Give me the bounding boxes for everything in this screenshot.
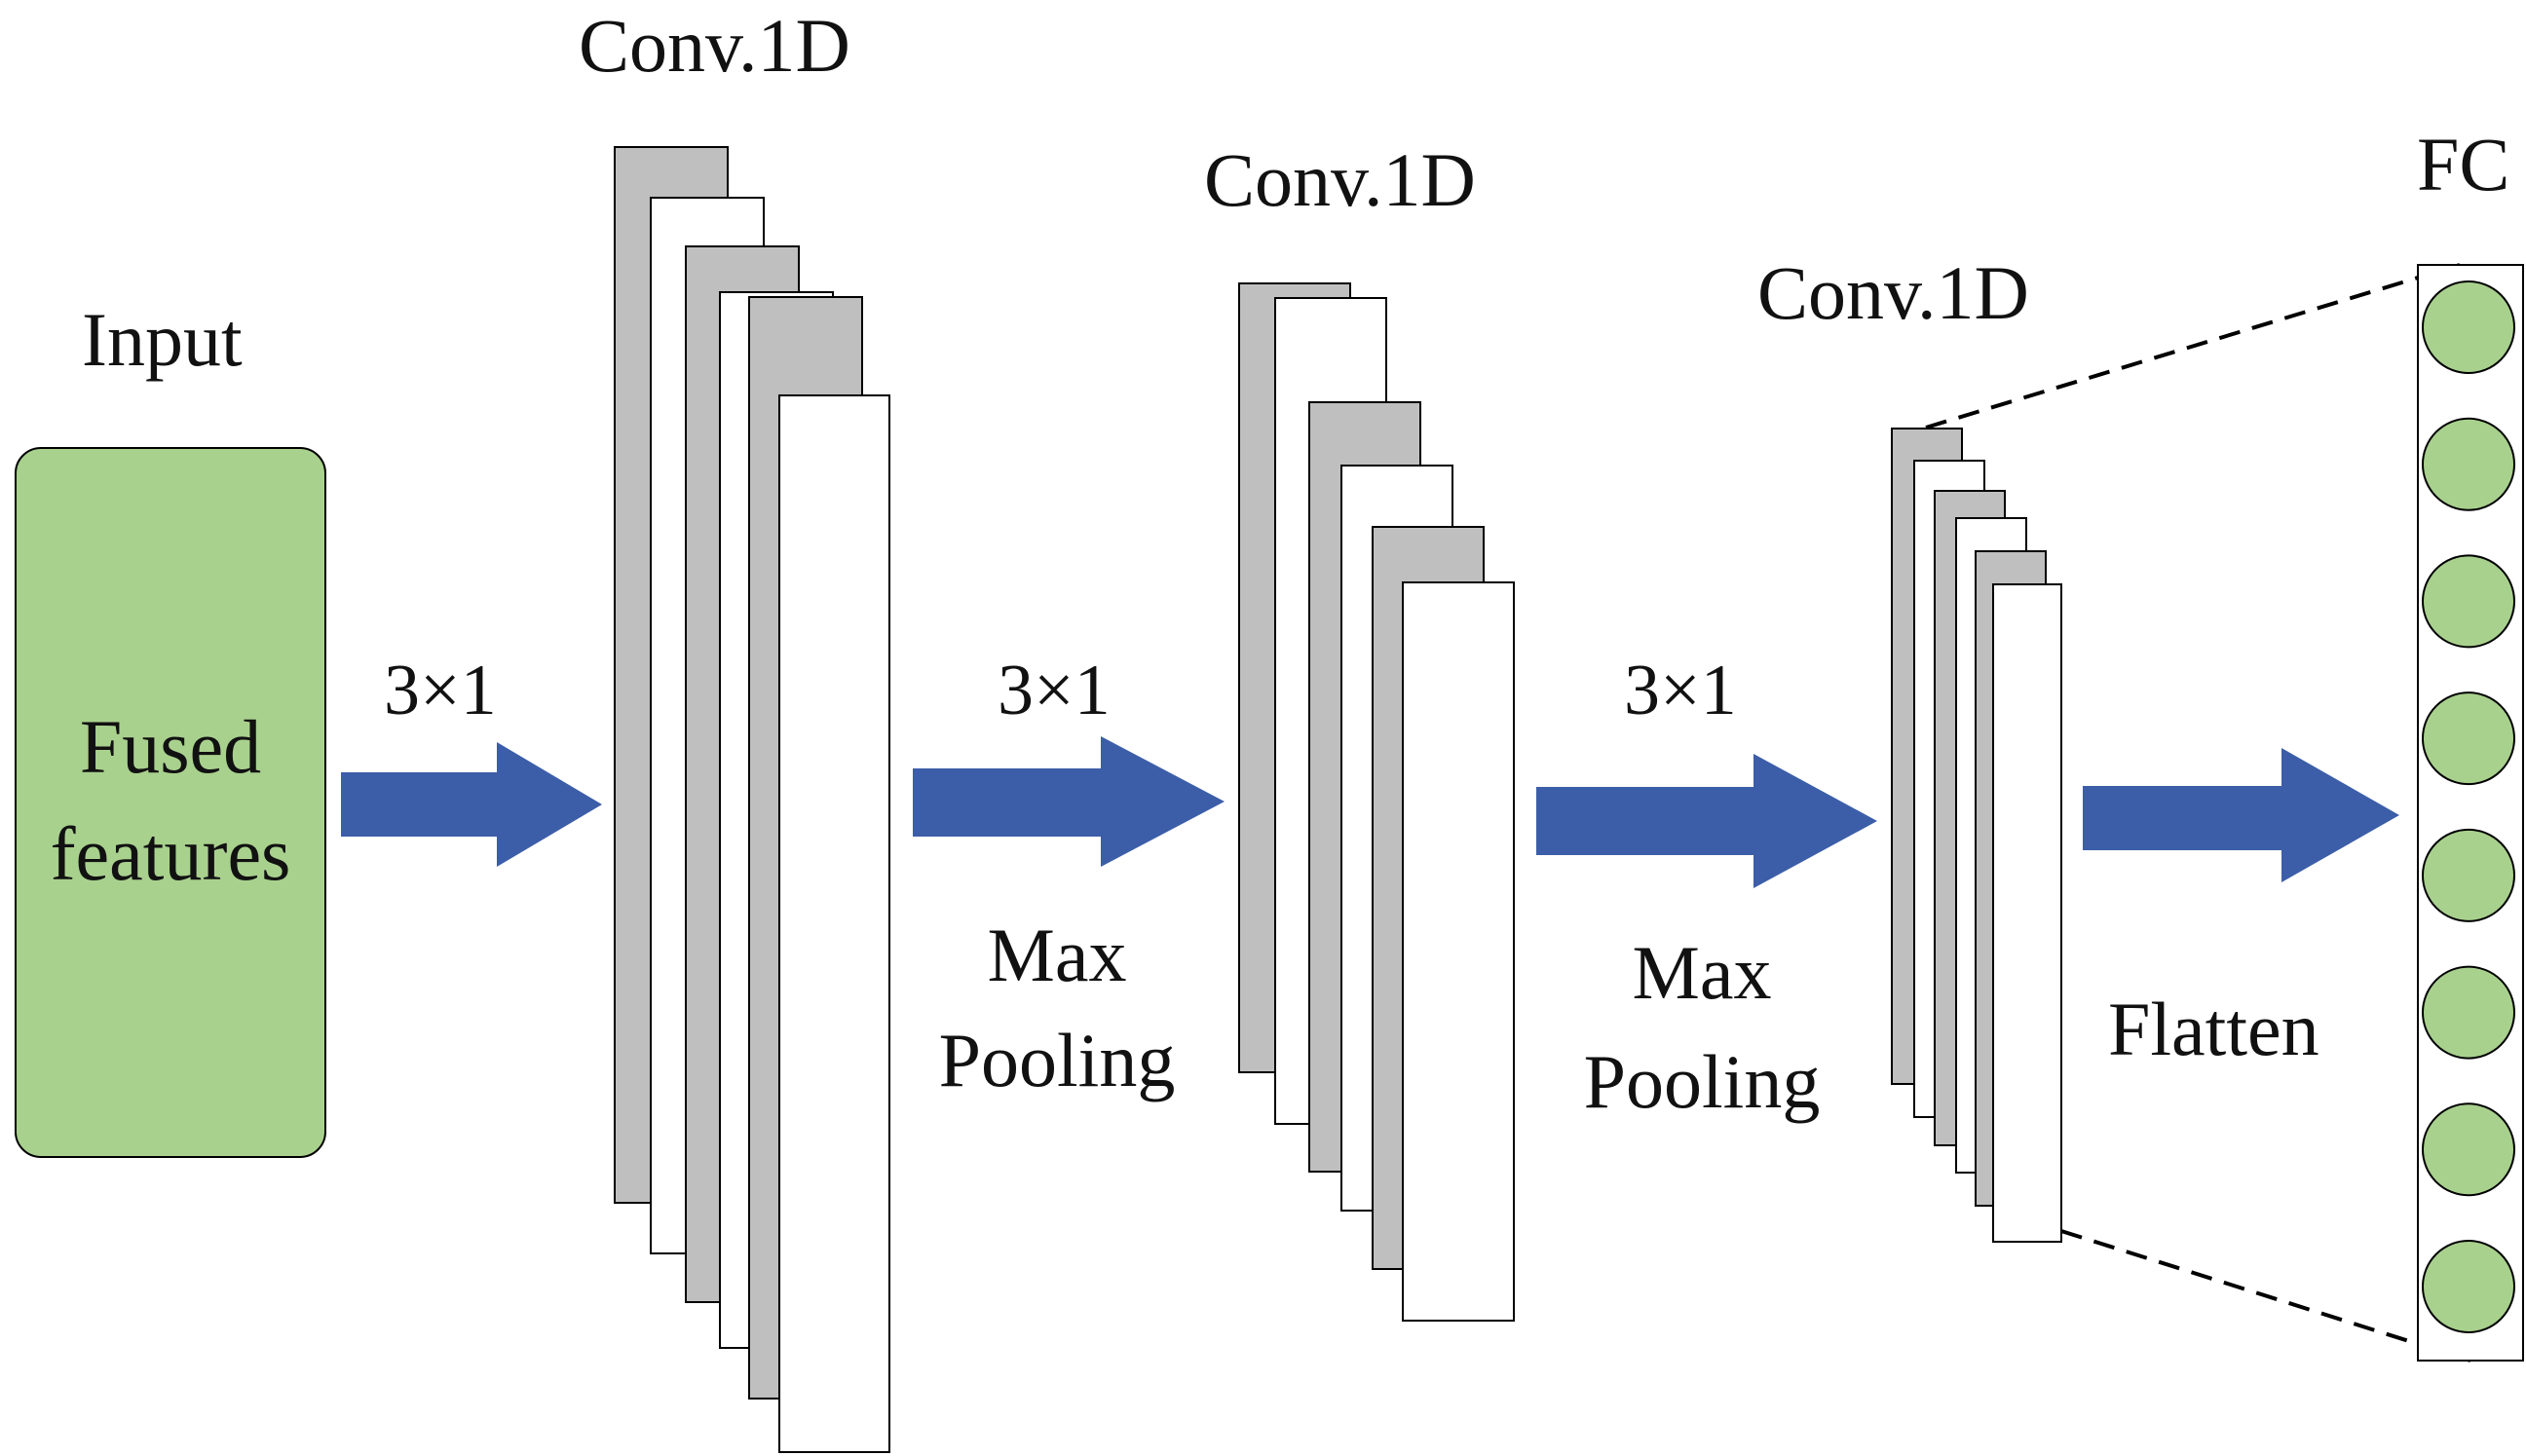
kernel-size-label-2: 3×1 xyxy=(998,651,1111,730)
fc-label: FC xyxy=(2417,122,2510,206)
fc-neuron xyxy=(2422,1102,2515,1197)
pool1-line-2: Pooling xyxy=(938,1018,1176,1102)
conv1-label: Conv.1D xyxy=(579,3,850,88)
flatten-label: Flatten xyxy=(2108,987,2319,1071)
fc-neuron xyxy=(2422,1240,2515,1333)
fc-neuron xyxy=(2422,280,2515,374)
fc-neuron xyxy=(2422,965,2515,1060)
pool1-line-1: Max xyxy=(987,913,1127,997)
fc-neuron xyxy=(2422,554,2515,649)
arrow-2 xyxy=(913,736,1225,867)
feature-map xyxy=(1992,583,2062,1243)
pool2-line-1: Max xyxy=(1632,930,1772,1015)
input-box-line-2: features xyxy=(50,811,291,896)
kernel-size-label-3: 3×1 xyxy=(1624,651,1737,730)
fc-neuron xyxy=(2422,417,2515,511)
conv2-label: Conv.1D xyxy=(1204,137,1476,222)
input-box xyxy=(15,447,326,1158)
kernel-size-label-1: 3×1 xyxy=(384,651,497,730)
dashed-line-bottom xyxy=(2060,1229,2471,1363)
input-label: Input xyxy=(82,297,243,382)
feature-map xyxy=(1402,581,1515,1322)
conv3-label: Conv.1D xyxy=(1757,250,2029,335)
input-box-line-1: Fused xyxy=(79,704,262,789)
pool2-line-2: Pooling xyxy=(1583,1039,1821,1124)
arrow-3 xyxy=(1536,754,1877,888)
conv-block-3 xyxy=(1891,428,2062,1243)
feature-map xyxy=(778,394,890,1453)
arrow-4 xyxy=(2083,748,2399,882)
arrow-1 xyxy=(341,742,602,867)
fc-neuron xyxy=(2422,691,2515,786)
conv-block-1 xyxy=(614,146,890,1453)
dashed-line-top xyxy=(1925,263,2461,429)
fc-neurons xyxy=(2422,280,2515,1333)
fc-neuron xyxy=(2422,828,2515,922)
conv-block-2 xyxy=(1238,282,1515,1322)
